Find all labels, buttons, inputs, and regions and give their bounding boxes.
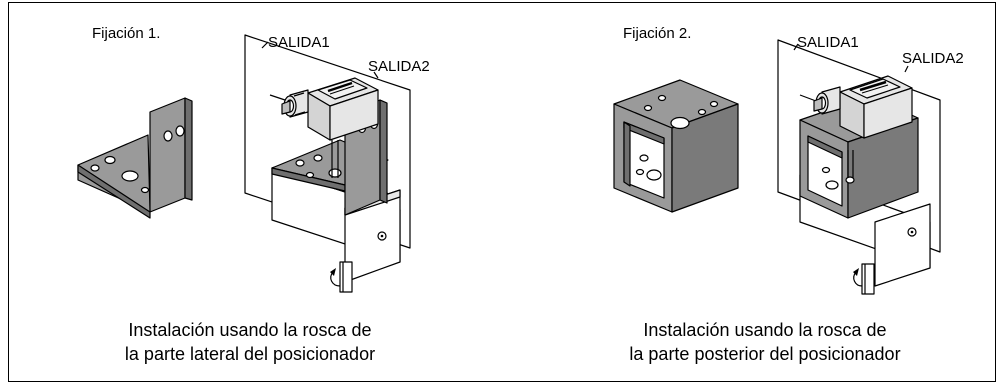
fixture-2-label: Fijación 2.: [623, 25, 692, 42]
box-bracket-icon: [613, 79, 739, 213]
caption-right-line2: la parte posterior del posicionador: [629, 344, 901, 364]
l-bracket-icon: [77, 97, 193, 219]
output2-label-right: SALIDA2: [902, 50, 964, 67]
caption-left-line1: Instalación usando la rosca de: [128, 320, 372, 340]
output1-label-right: SALIDA1: [797, 34, 859, 51]
caption-left-line2: la parte lateral del posicionador: [124, 344, 376, 364]
installation-diagram: .k { stroke:#000; stroke-width:1.2; stro…: [77, 34, 941, 295]
caption-right: Instalación usando la rosca de la parte …: [590, 318, 940, 366]
caption-right-line1: Instalación usando la rosca de: [643, 320, 887, 340]
fixture-1-label: Fijación 1.: [92, 25, 161, 42]
caption-left: Instalación usando la rosca de la parte …: [100, 318, 400, 366]
output1-label-left: SALIDA1: [268, 34, 330, 51]
side-mount-assembly: [244, 34, 411, 293]
rear-mount-assembly: [777, 39, 941, 295]
output2-label-left: SALIDA2: [368, 58, 430, 75]
